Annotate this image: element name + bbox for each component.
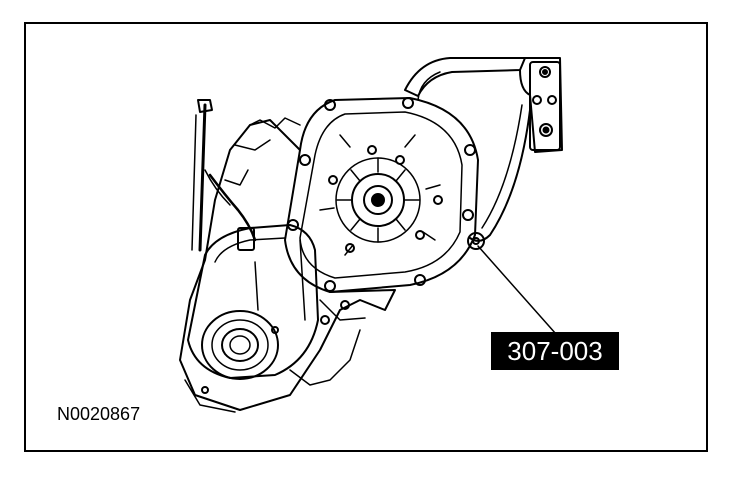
figure-frame — [24, 22, 708, 452]
callout-label-307-003: 307-003 — [491, 332, 619, 370]
figure-id: N0020867 — [57, 404, 141, 424]
bell-housing — [284, 97, 479, 293]
holding-fixture-icon — [404, 57, 563, 250]
callout-leader-line — [477, 245, 557, 335]
transmission-icon — [179, 99, 396, 413]
